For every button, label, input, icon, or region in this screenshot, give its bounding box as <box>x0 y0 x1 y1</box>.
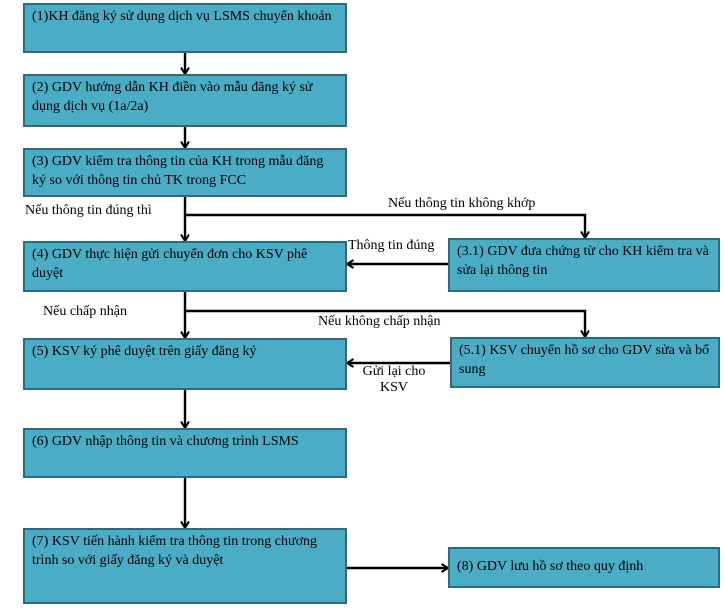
flow-step-4: (4) GDV thực hiện gửi chuyển đơn cho KSV… <box>23 241 347 292</box>
edge-label-resend-line1: Gửi lại cho <box>362 364 426 379</box>
flow-step-5: (5) KSV ký phê duyệt trên giấy đăng ký <box>23 338 347 390</box>
edge-label-if-info-mismatch: Nếu thông tin không khớp <box>388 196 536 211</box>
flow-step-5-1: (5.1) KSV chuyển hồ sơ cho GDV sửa và bổ… <box>450 337 720 388</box>
flow-step-3-1: (3.1) GDV đưa chứng từ cho KH kiểm tra v… <box>448 238 720 292</box>
flow-step-6: (6) GDV nhập thông tin và chương trình L… <box>23 428 347 478</box>
flow-step-2: (2) GDV hướng dẫn KH điền vào mẫu đăng k… <box>23 74 347 127</box>
edge-label-resend-line2: KSV <box>379 379 408 395</box>
flow-step-7: (7) KSV tiến hành kiểm tra thông tin tro… <box>23 528 347 604</box>
edge-label-if-accepted: Nếu chấp nhận <box>43 304 127 319</box>
edge-label-if-info-correct-then: Nếu thông tin đúng thì <box>25 203 152 218</box>
flow-step-1: (1)KH đăng ký sử dụng dịch vụ LSMS chuyể… <box>23 3 347 53</box>
connector-step4-step5-1 <box>185 309 590 339</box>
edge-label-resend-to-ksv: Gửi lại cho KSV <box>352 364 436 395</box>
flow-step-8: (8) GDV lưu hồ sơ theo quy định <box>448 547 720 588</box>
edge-label-info-correct: Thông tin đúng <box>348 238 435 253</box>
flow-step-3: (3) GDV kiểm tra thông tin của KH trong … <box>23 148 347 197</box>
connector-step3-step3-1 <box>185 213 590 240</box>
edge-label-if-not-accepted: Nếu không chấp nhận <box>318 314 441 329</box>
